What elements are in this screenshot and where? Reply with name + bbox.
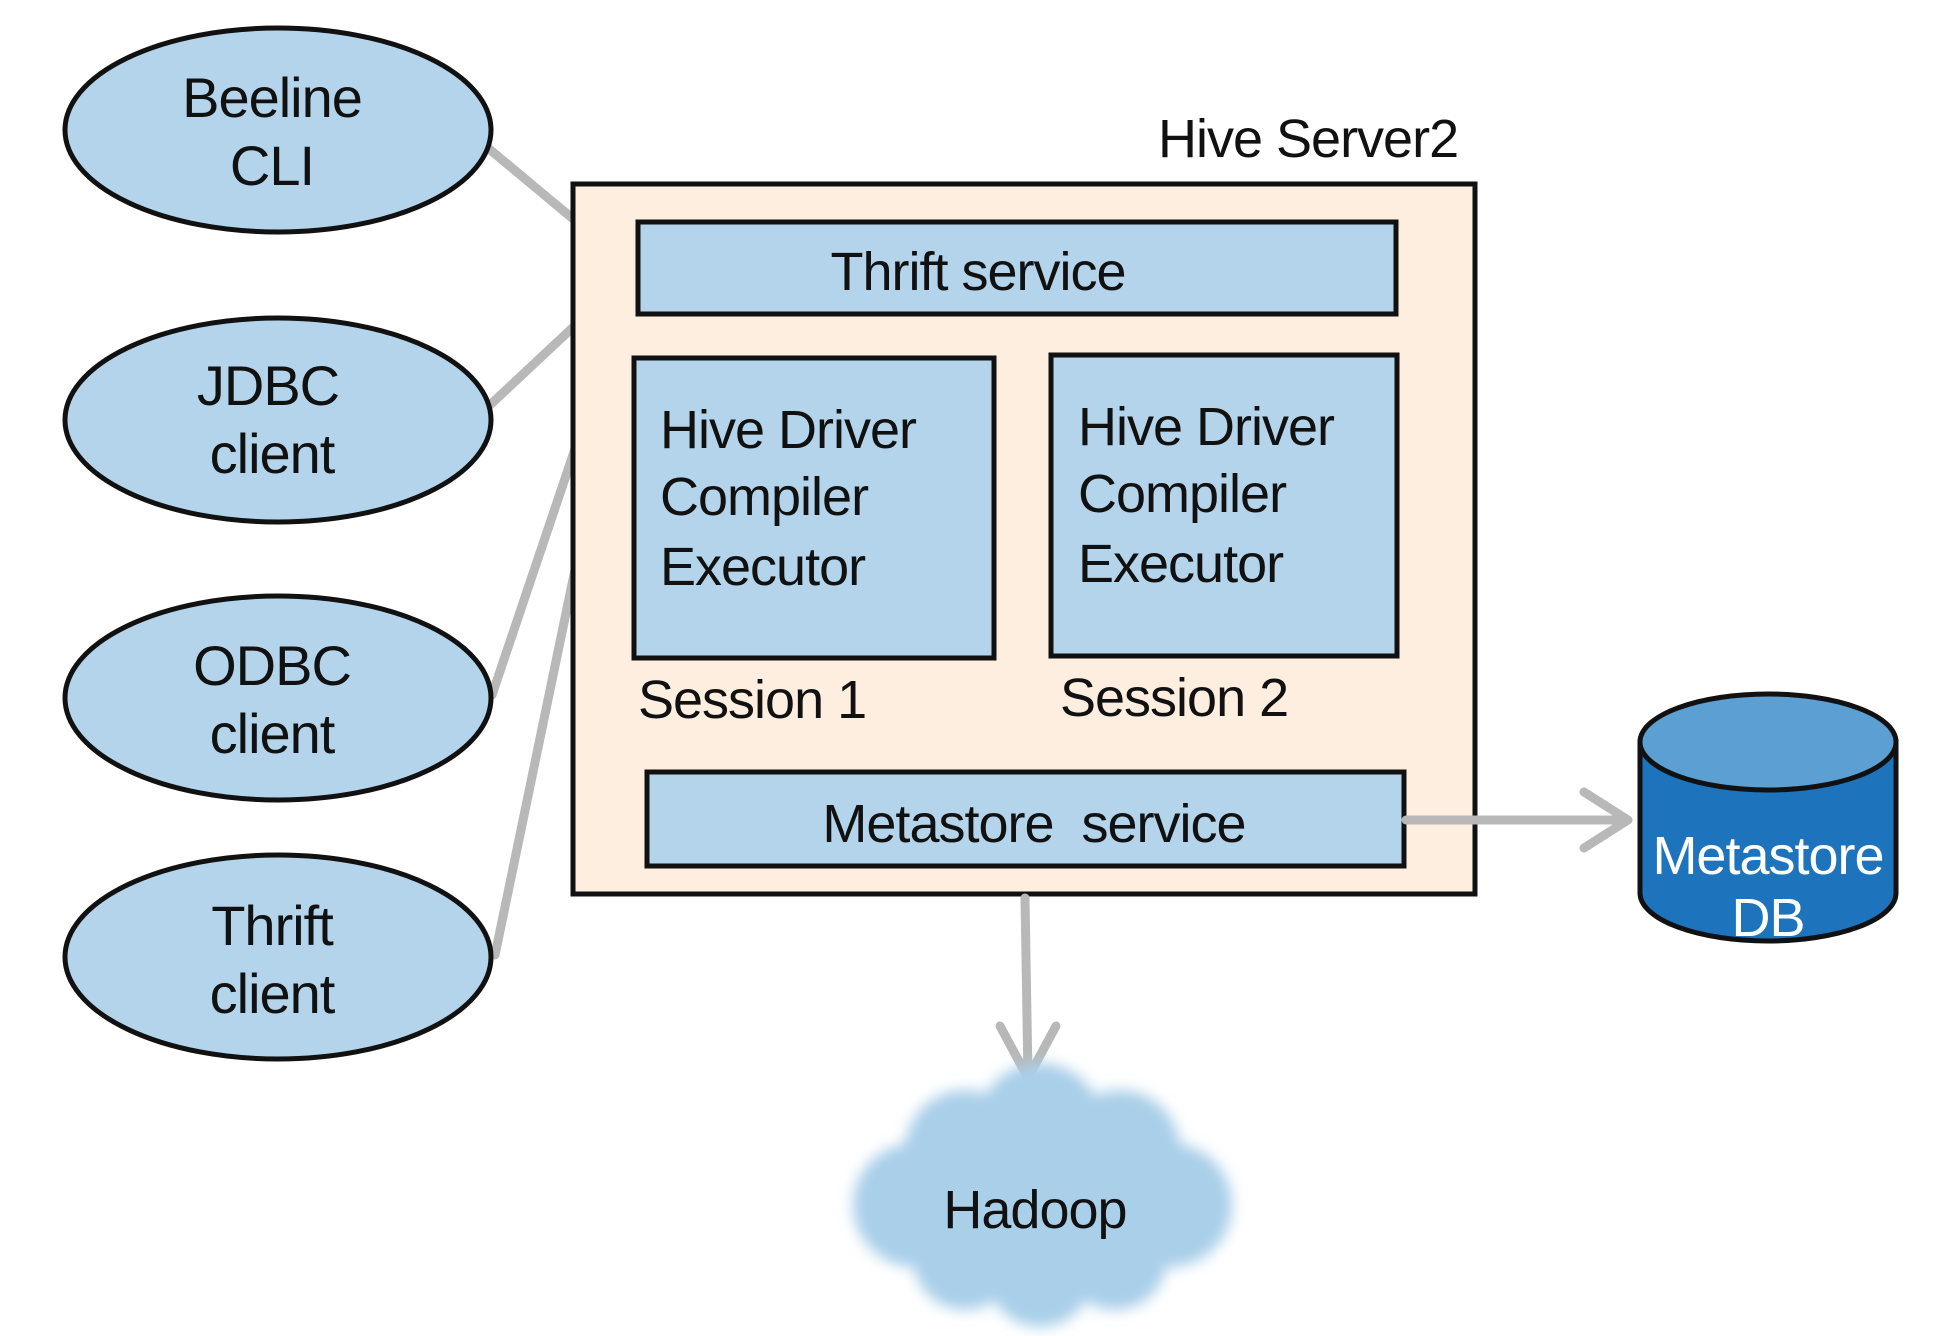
- client-label-line1: ODBC: [193, 634, 351, 697]
- client-jdbc: JDBC client: [62, 315, 494, 525]
- session-1-box: Hive Driver Compiler Executor: [631, 355, 997, 661]
- client-label-line1: Thrift: [211, 894, 334, 957]
- arrow-to-metastore-db: [1401, 787, 1633, 853]
- session-line-hive-driver: Hive Driver: [1078, 397, 1335, 457]
- thrift-service-box: Thrift service: [635, 219, 1399, 317]
- client-label-line2: client: [210, 422, 336, 485]
- thrift-service-label: Thrift service: [830, 242, 1125, 302]
- client-thrift: Thrift client: [62, 852, 494, 1062]
- metastore-service-label: Metastore service: [822, 794, 1245, 854]
- hadoop-cloud: Hadoop: [853, 1063, 1232, 1327]
- session-2-label: Session 2: [1060, 668, 1288, 728]
- client-label-line2: CLI: [230, 134, 314, 197]
- session-1-label: Session 1: [638, 670, 866, 730]
- client-odbc: ODBC client: [62, 593, 494, 803]
- client-beeline-cli: Beeline CLI: [62, 25, 494, 235]
- client-label-line1: JDBC: [197, 354, 339, 417]
- session-line-executor: Executor: [660, 537, 866, 597]
- session-2-box: Hive Driver Compiler Executor: [1048, 352, 1400, 659]
- arrow-to-hadoop: [995, 893, 1061, 1083]
- session-line-compiler: Compiler: [660, 467, 869, 527]
- client-label-line2: client: [210, 962, 336, 1025]
- metastore-service-box: Metastore service: [644, 769, 1407, 869]
- client-label-line1: Beeline: [182, 66, 362, 129]
- metastore-db-label-line1: Metastore: [1652, 826, 1883, 886]
- session-line-executor: Executor: [1078, 534, 1284, 594]
- metastore-db-cylinder: Metastore DB: [1637, 691, 1899, 948]
- hadoop-label: Hadoop: [943, 1180, 1126, 1240]
- client-label-line2: client: [210, 702, 336, 765]
- server-title: Hive Server2: [1158, 109, 1458, 169]
- session-line-compiler: Compiler: [1078, 464, 1287, 524]
- metastore-db-label-line2: DB: [1731, 888, 1804, 948]
- session-line-hive-driver: Hive Driver: [660, 400, 917, 460]
